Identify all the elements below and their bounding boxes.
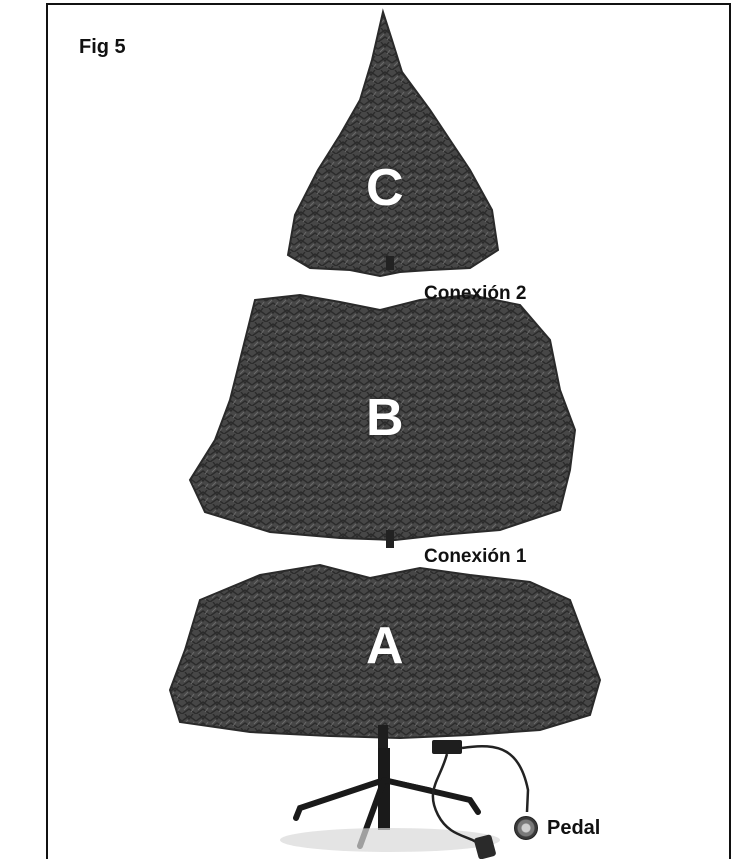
section-label-c: C: [366, 159, 404, 217]
connection-label-1: Conexión 1: [424, 546, 527, 567]
connection-label-2: Conexión 2: [424, 283, 527, 304]
pedal-label: Pedal: [547, 816, 601, 839]
section-label-a: A: [366, 617, 404, 675]
figure-title: Fig 5: [79, 36, 126, 58]
tree-section-b: [188, 293, 577, 548]
tree-section-a: [168, 563, 602, 753]
section-label-b: B: [366, 389, 404, 447]
tree-section-c: [286, 8, 500, 278]
pedal-icon: [514, 816, 538, 840]
pedal-cable: [431, 740, 530, 859]
pedal: Pedal: [514, 816, 600, 840]
tree-stand: [280, 748, 500, 852]
